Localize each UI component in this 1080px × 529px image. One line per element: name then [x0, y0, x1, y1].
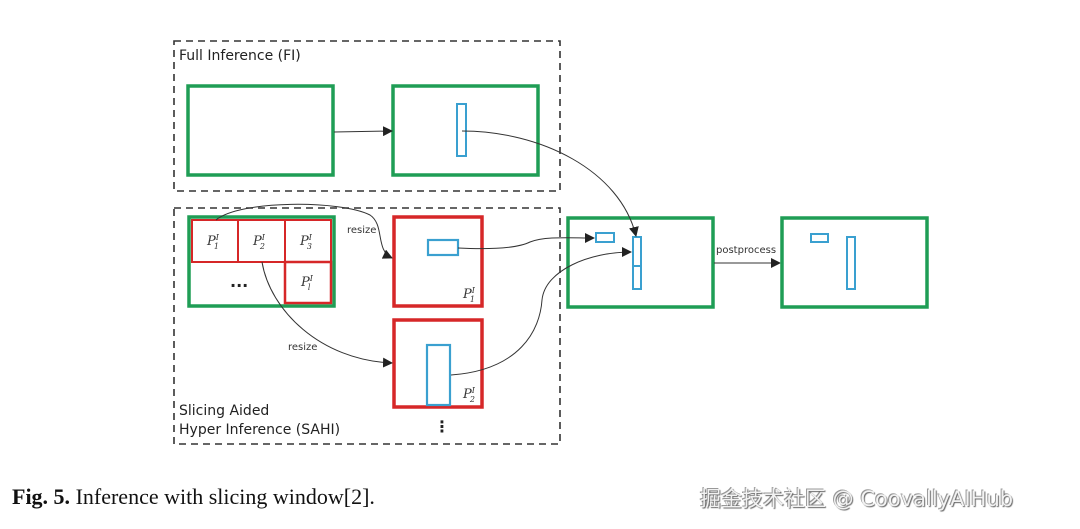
svg-text:PI2: PI2: [462, 386, 476, 404]
p1-to-merged-arrow: [457, 232, 595, 250]
resize-arrow-p2: [261, 261, 393, 368]
postprocess-label: postprocess: [716, 245, 776, 256]
fi-group-title: Full Inference (FI): [179, 48, 301, 64]
figure-caption-text: Inference with slicing window[2].: [70, 484, 375, 509]
resize-label-bottom: resize: [288, 342, 317, 353]
fi-detection-box: [456, 103, 467, 157]
slice-pl: [283, 260, 333, 305]
resized-slice-p1-detection: [426, 238, 460, 257]
sahi-group-frame: [173, 207, 561, 445]
final-small-detection: [810, 233, 829, 243]
figure-caption: Fig. 5. Inference with slicing window[2]…: [12, 484, 375, 510]
resize-arrow-p1: [215, 203, 393, 259]
merged-small-detection: [595, 232, 615, 243]
final-tall-detection: [846, 236, 856, 290]
resize-label-top: resize: [347, 225, 376, 236]
vertical-ellipsis: ⋮: [434, 417, 450, 436]
fi-input-image: [186, 84, 335, 177]
svg-text:PI1: PI1: [206, 233, 220, 251]
merged-tall-detection-bottom: [632, 265, 642, 290]
watermark: 掘金技术社区 @ CoovallyAIHub: [700, 487, 1014, 511]
svg-text:PI2: PI2: [252, 233, 266, 251]
slice-ellipsis: ...: [230, 272, 248, 291]
p2-to-merged-arrow: [450, 247, 632, 376]
svg-text:PI3: PI3: [299, 233, 313, 251]
fi-arrow: [333, 126, 393, 137]
sahi-group-title-line1: Slicing Aided: [179, 403, 269, 419]
fi-group-frame: [173, 40, 561, 192]
resized-slice-p2: [392, 318, 484, 409]
figure-caption-label: Fig. 5.: [12, 484, 71, 509]
resized-slice-p1: [392, 215, 484, 308]
fi-to-merged-arrow: [461, 130, 639, 237]
svg-text:PIl: PIl: [300, 274, 314, 292]
sahi-group-title-line2: Hyper Inference (SAHI): [179, 422, 340, 438]
svg-text:PI1: PI1: [462, 286, 476, 304]
resized-slice-p2-detection: [425, 343, 452, 407]
